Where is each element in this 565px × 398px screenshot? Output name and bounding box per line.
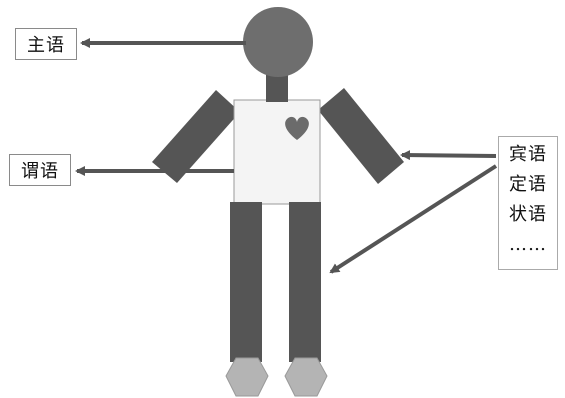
subject-label: 主语: [27, 31, 65, 57]
ellipsis-label: ……: [509, 231, 547, 258]
head: [243, 7, 313, 77]
left-foot: [226, 358, 268, 396]
other-components-box: 宾语 定语 状语 ……: [498, 136, 558, 270]
adverbial-label: 状语: [509, 201, 547, 228]
right-foot: [285, 358, 327, 396]
attributive-label: 定语: [509, 171, 547, 198]
object-label: 宾语: [509, 141, 547, 168]
right-leg: [289, 202, 321, 362]
modifier-leg-arrow: [331, 166, 496, 272]
predicate-label: 谓语: [21, 157, 59, 183]
predicate-label-box: 谓语: [9, 154, 71, 186]
object-arm-arrow: [402, 155, 496, 156]
torso: [234, 100, 320, 204]
left-leg: [230, 202, 262, 362]
subject-label-box: 主语: [15, 28, 77, 60]
right-arm: [318, 88, 404, 184]
